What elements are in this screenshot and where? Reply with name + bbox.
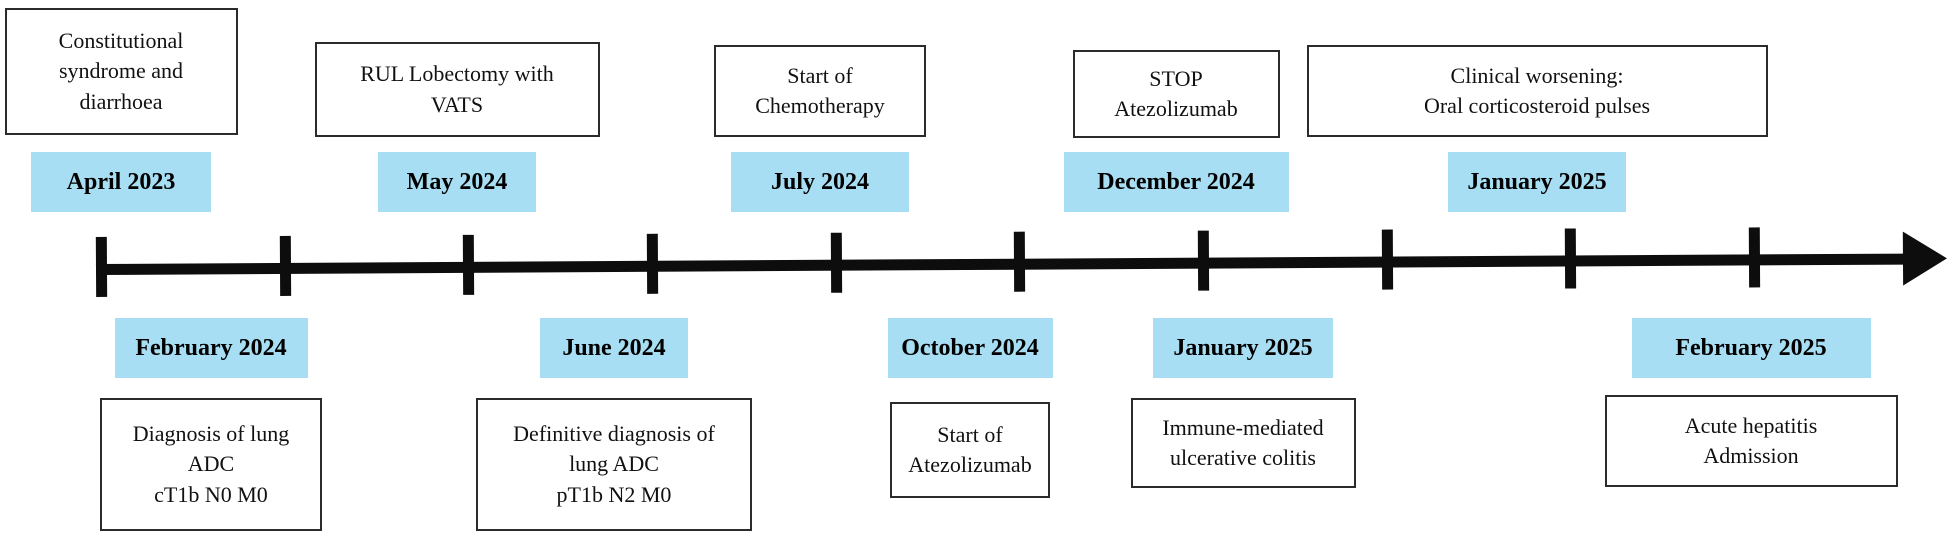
date-badge: January 2025 [1448, 152, 1626, 212]
event-box: Start of Chemotherapy [714, 45, 926, 137]
timeline-tick [1381, 229, 1393, 290]
event-box: Start of Atezolizumab [890, 402, 1050, 498]
date-badge: October 2024 [887, 318, 1053, 378]
event-box: Immune-mediated ulcerative colitis [1130, 398, 1356, 488]
timeline-tick [1013, 231, 1025, 292]
event-box: Diagnosis of lung ADC cT1b N0 M0 [100, 398, 322, 531]
date-badge: May 2024 [378, 152, 536, 212]
event-box: Definitive diagnosis of lung ADC pT1b N2… [476, 398, 752, 531]
event-box: STOP Atezolizumab [1072, 50, 1280, 138]
date-badge: December 2024 [1063, 152, 1289, 212]
timeline-tick [462, 234, 474, 295]
date-badge: April 2023 [31, 152, 211, 212]
date-badge: January 2025 [1153, 318, 1333, 378]
date-badge: July 2024 [731, 152, 909, 212]
timeline-tick [1564, 228, 1576, 289]
date-badge: June 2024 [540, 318, 688, 378]
timeline-tick [830, 232, 842, 293]
timeline-tick [95, 236, 107, 298]
event-box: Clinical worsening: Oral corticosteroid … [1306, 45, 1768, 137]
timeline-tick [1748, 227, 1760, 288]
timeline-arrowhead-icon [1902, 231, 1948, 286]
timeline-tick [1197, 230, 1209, 291]
timeline-axis [95, 253, 1909, 275]
date-badge: February 2025 [1631, 318, 1871, 378]
event-box: RUL Lobectomy with VATS [314, 42, 600, 137]
event-box: Constitutional syndrome and diarrhoea [4, 8, 238, 135]
timeline-tick [646, 233, 658, 294]
timeline-tick [279, 235, 291, 296]
event-box: Acute hepatitis Admission [1604, 395, 1898, 487]
date-badge: February 2024 [114, 318, 308, 378]
